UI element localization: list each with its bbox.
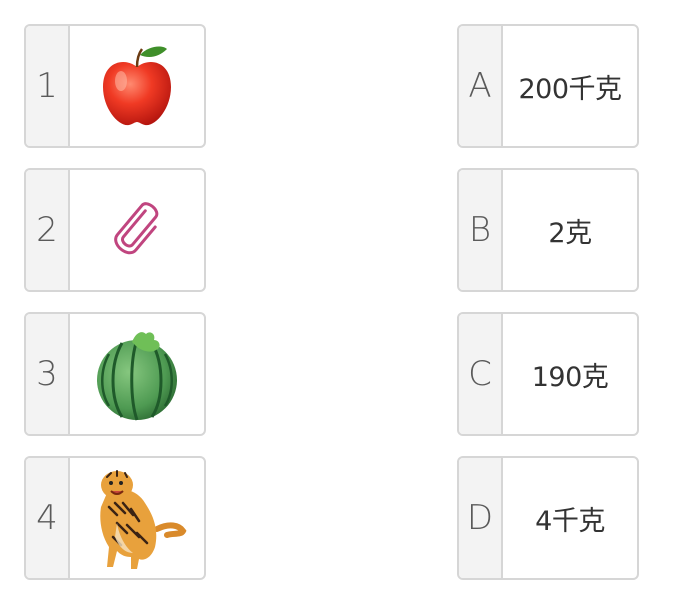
card-index: D [459, 458, 503, 578]
watermelon-icon [70, 314, 204, 434]
picture-card-1[interactable]: 1 [24, 24, 206, 148]
value-label: 200千克 [518, 73, 622, 105]
value-card-b[interactable]: B 2克 [457, 168, 639, 292]
card-index: 3 [26, 314, 70, 434]
tiger-icon [70, 458, 204, 578]
paper-clip-icon [70, 170, 204, 290]
card-index: C [459, 314, 503, 434]
value-label: 2克 [548, 217, 592, 249]
card-index: A [459, 26, 503, 146]
card-index: 4 [26, 458, 70, 578]
value-card-a[interactable]: A 200千克 [457, 24, 639, 148]
card-index: 2 [26, 170, 70, 290]
picture-card-2[interactable]: 2 [24, 168, 206, 292]
picture-card-4[interactable]: 4 [24, 456, 206, 580]
value-label: 190克 [531, 361, 609, 393]
value-card-d[interactable]: D 4千克 [457, 456, 639, 580]
card-index: 1 [26, 26, 70, 146]
picture-card-3[interactable]: 3 [24, 312, 206, 436]
value-card-c[interactable]: C 190克 [457, 312, 639, 436]
card-index: B [459, 170, 503, 290]
value-label: 4千克 [535, 505, 605, 537]
apple-icon [70, 26, 204, 146]
